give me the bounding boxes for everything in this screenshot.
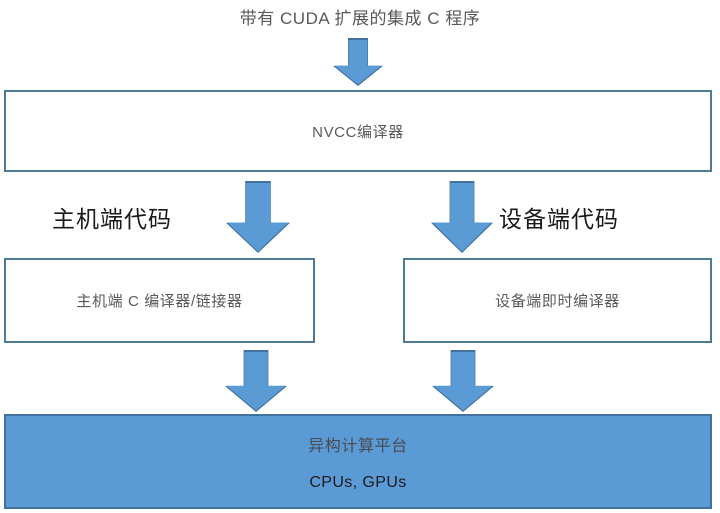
- down-arrow-icon-top: [333, 38, 383, 86]
- device-jit-compiler-label: 设备端即时编译器: [495, 293, 620, 310]
- nvcc-compiler-label: NVCC编译器: [312, 123, 404, 141]
- host-c-compiler-box[interactable]: 主机端 C 编译器/链接器: [4, 258, 315, 343]
- platform-subtitle-label: CPUs, GPUs: [309, 473, 407, 491]
- arrow-fill: [432, 182, 492, 252]
- arrow-fill: [226, 351, 286, 411]
- host-code-label: 主机端代码: [52, 206, 172, 232]
- down-arrow-icon-to-host-compiler: [226, 181, 290, 253]
- arrow-fill: [433, 351, 493, 411]
- heterogeneous-platform-box[interactable]: 异构计算平台 CPUs, GPUs: [4, 414, 712, 509]
- arrow-fill: [227, 182, 289, 252]
- arrow-fill: [334, 39, 382, 85]
- host-c-compiler-label: 主机端 C 编译器/链接器: [76, 293, 243, 310]
- device-code-label: 设备端代码: [499, 206, 619, 232]
- down-arrow-icon-host-to-platform: [225, 350, 287, 412]
- down-arrow-icon-to-device-compiler: [431, 181, 493, 253]
- down-arrow-icon-device-to-platform: [432, 350, 494, 412]
- platform-title-label: 异构计算平台: [308, 437, 408, 455]
- page-title: 带有 CUDA 扩展的集成 C 程序: [239, 9, 481, 28]
- device-jit-compiler-box[interactable]: 设备端即时编译器: [403, 258, 712, 343]
- nvcc-compiler-box[interactable]: NVCC编译器: [4, 90, 712, 172]
